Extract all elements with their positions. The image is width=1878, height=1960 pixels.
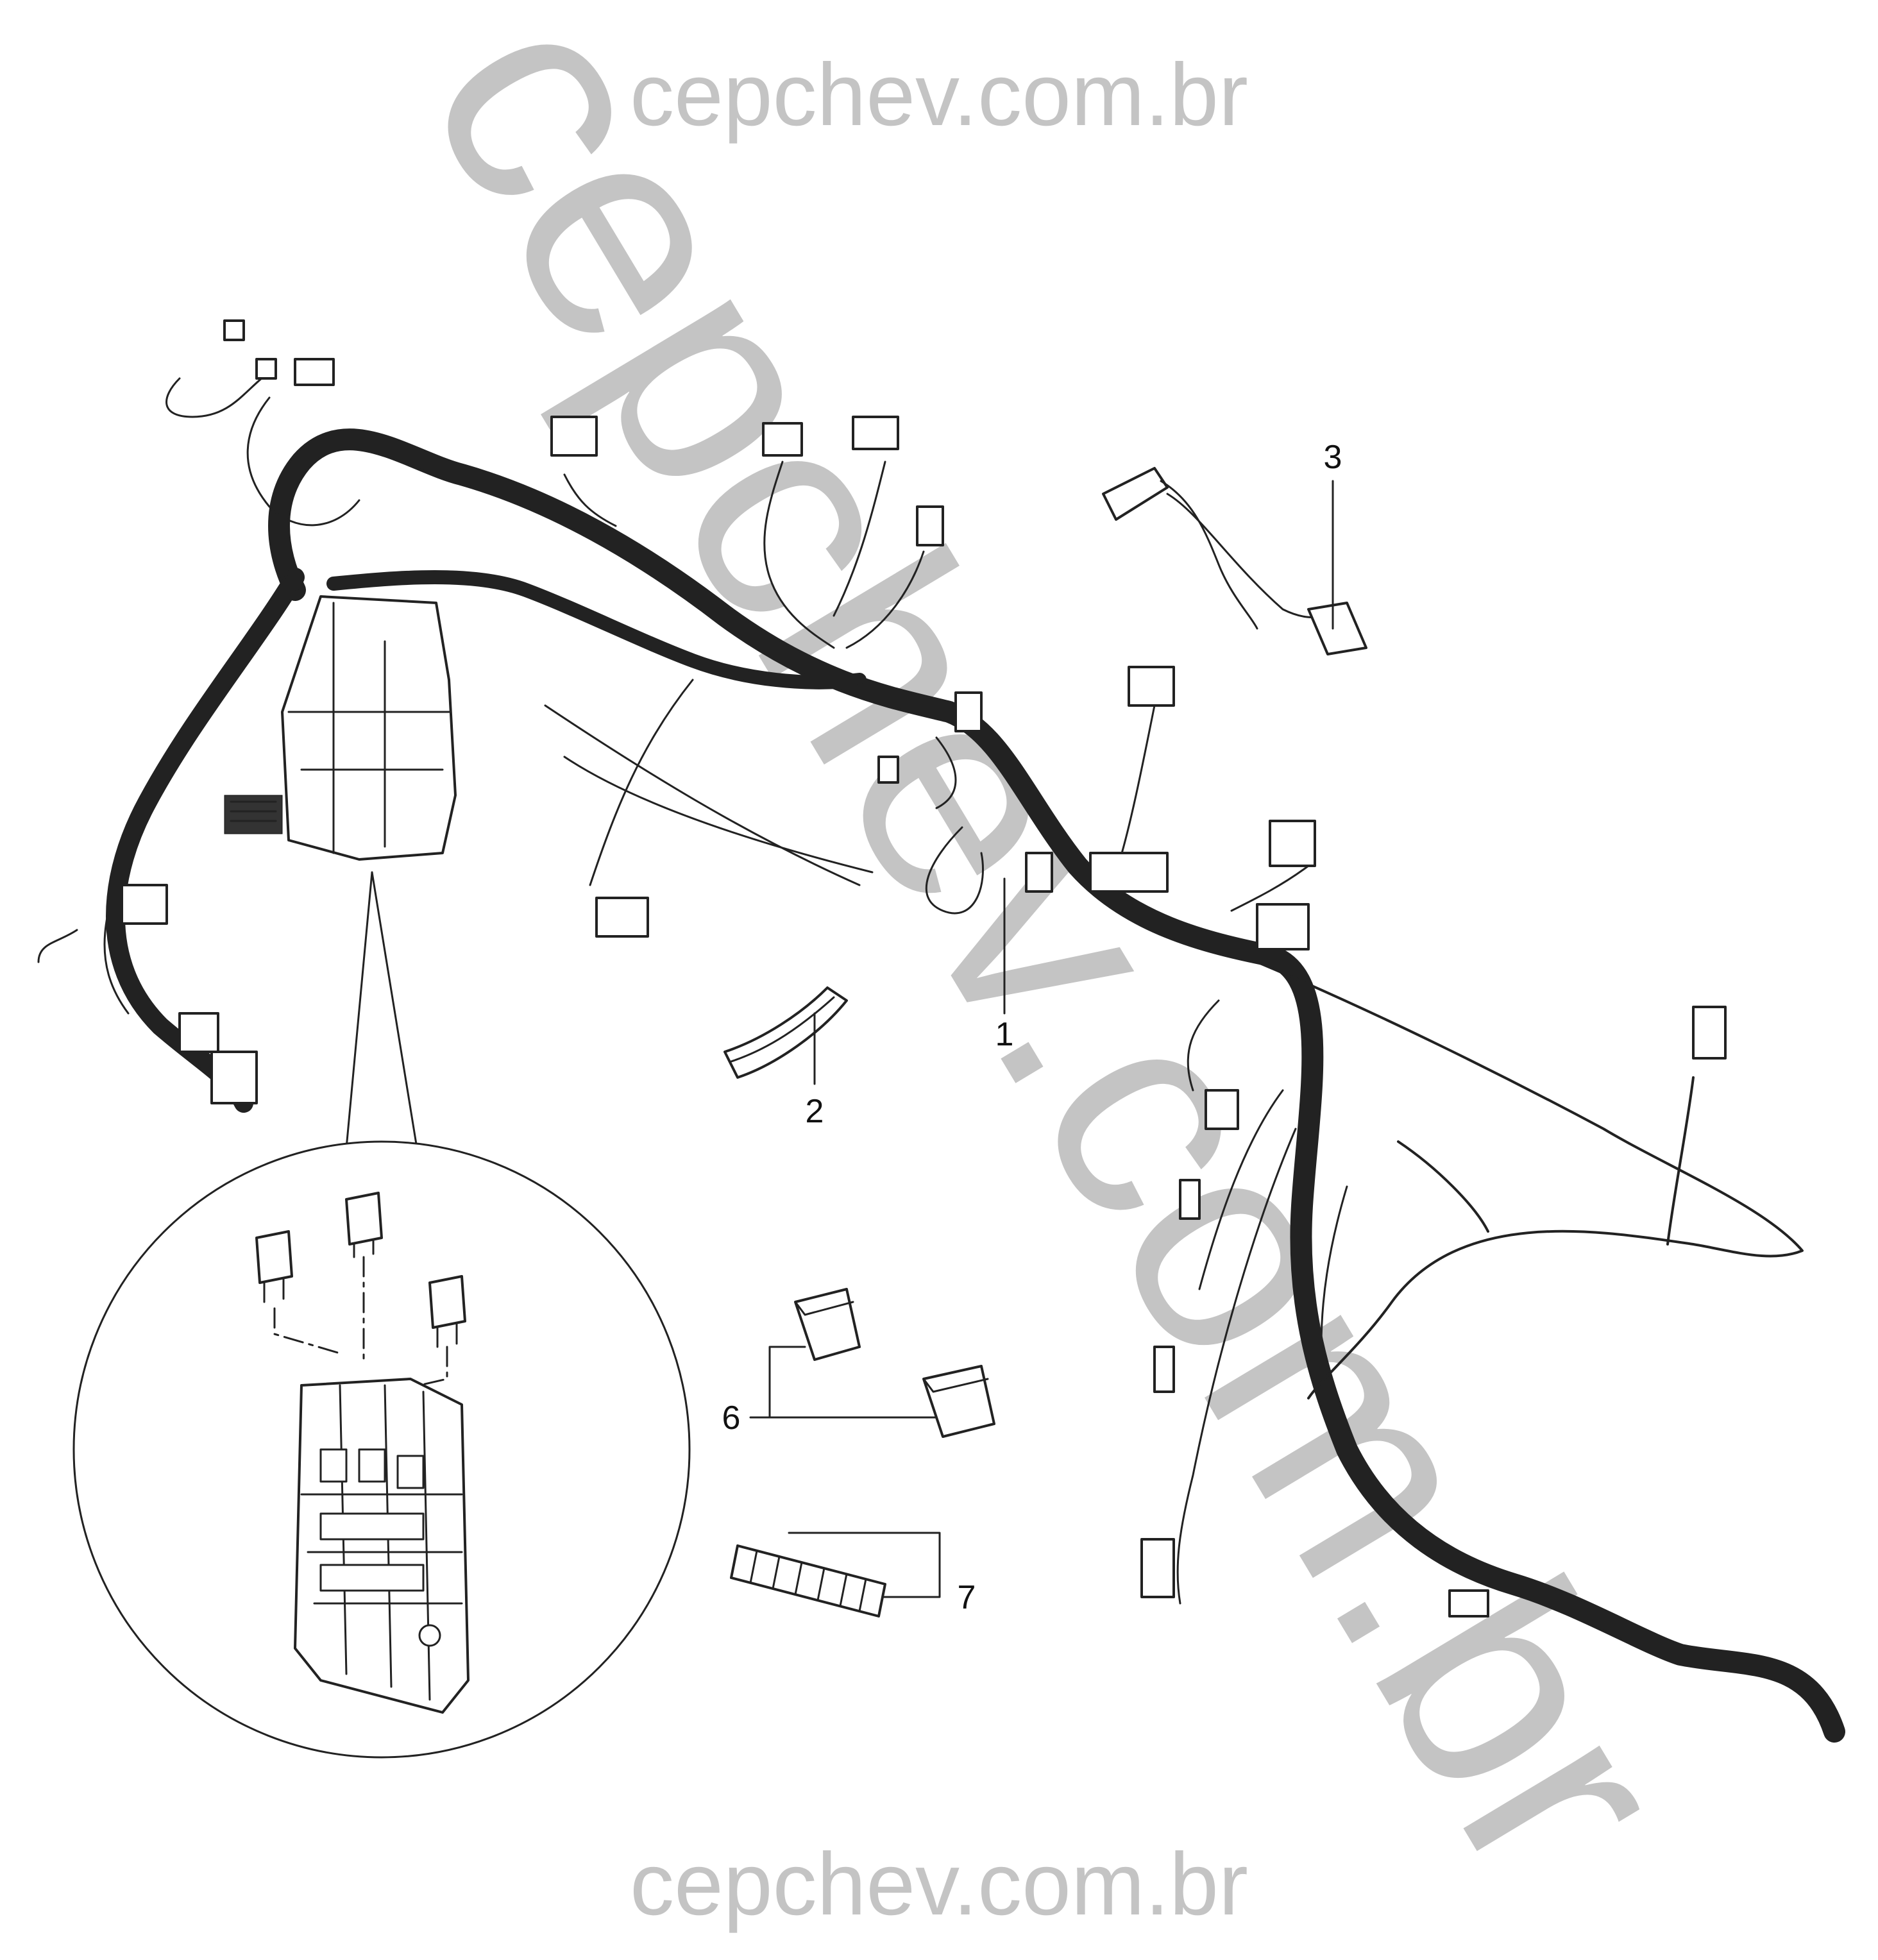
- relay-part-4-right: [428, 1275, 466, 1348]
- callout-6: 6: [722, 1399, 741, 1437]
- relays-part-6: [794, 1288, 995, 1438]
- watermark-top: cepchev.com.br: [630, 46, 1248, 144]
- callout-2: 2: [806, 1093, 824, 1130]
- jumper-harness-part-3: [1102, 467, 1367, 655]
- callout-1: 1: [995, 1016, 1014, 1053]
- watermark-bottom: cepchev.com.br: [630, 1835, 1248, 1934]
- main-wiring-harness: [37, 319, 1845, 1743]
- relay-part-4-left: [255, 1230, 293, 1303]
- mini-fuse-part-5: [345, 1192, 383, 1258]
- callout-3: 3: [1324, 439, 1342, 476]
- fuse-block-detail-view: [72, 871, 691, 1759]
- fuse-strip-part-7: [730, 1544, 886, 1618]
- harness-channel-part-2: [723, 986, 848, 1079]
- callout-7: 7: [958, 1579, 976, 1616]
